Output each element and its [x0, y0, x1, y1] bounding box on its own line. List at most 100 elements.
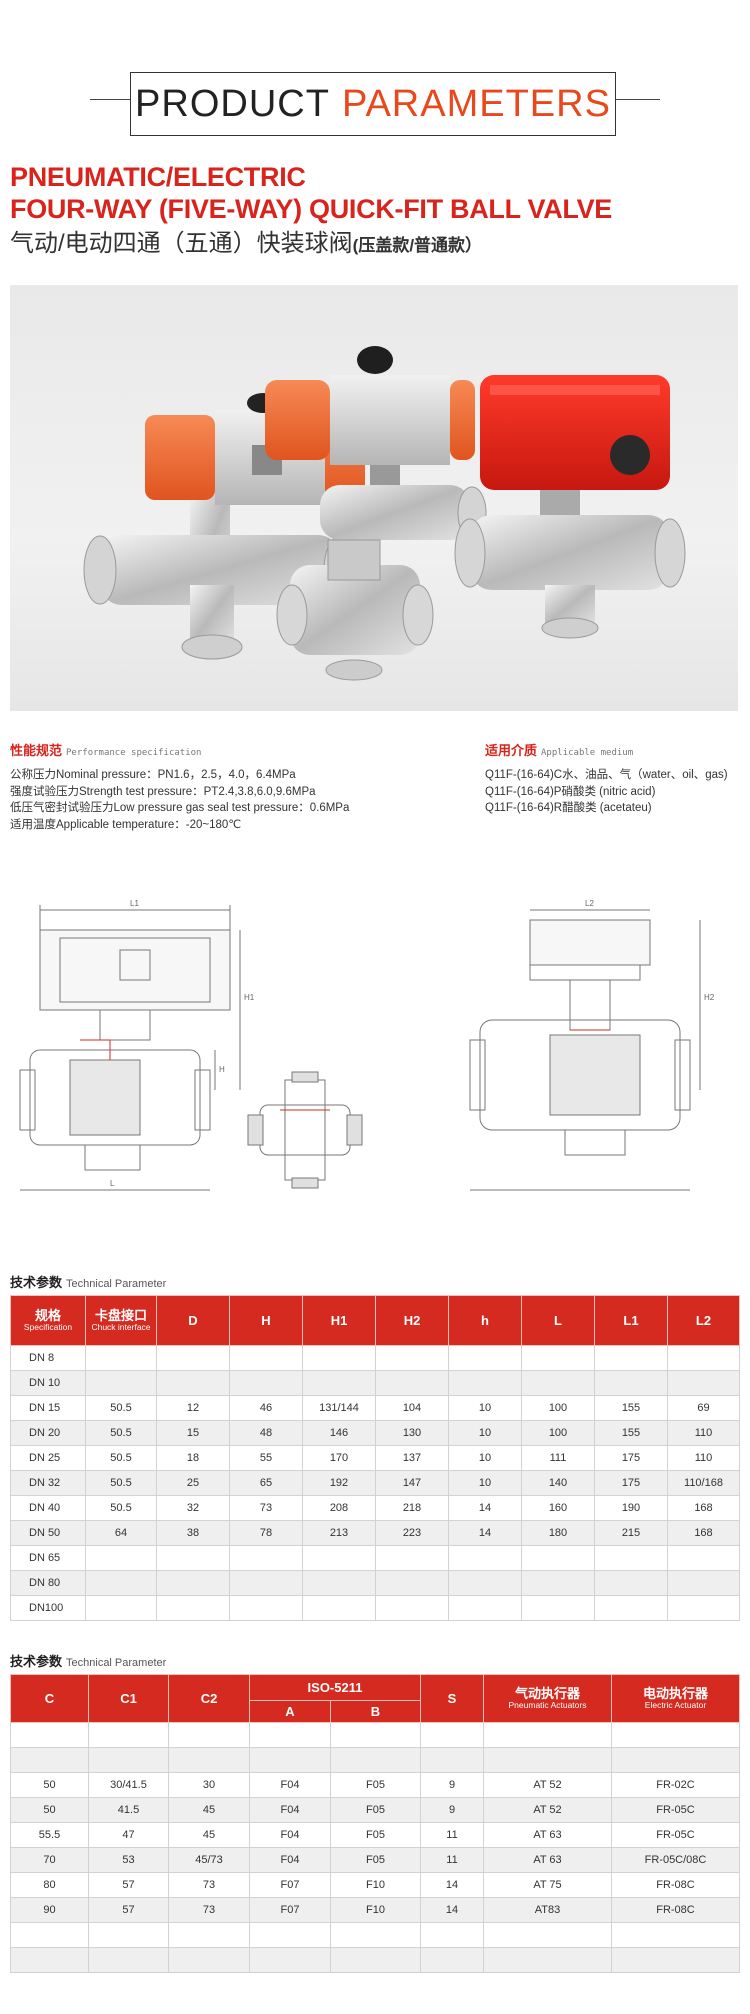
table-cell [229, 1595, 303, 1621]
table-row: DN100 [10, 1595, 740, 1621]
table-cell: 223 [375, 1520, 449, 1546]
table-cell: DN 20 [10, 1420, 86, 1446]
table-cell: AT83 [483, 1897, 612, 1923]
table-cell [375, 1370, 449, 1396]
table-cell: F05 [330, 1772, 421, 1798]
banner-box: PRODUCT PARAMETERS [130, 72, 616, 136]
table-cell [302, 1370, 376, 1396]
table-row: DN 10 [10, 1370, 740, 1396]
table2-title-cn: 技术参数 [10, 1654, 63, 1669]
table-cell [229, 1570, 303, 1596]
table-cell: 55.5 [10, 1822, 89, 1848]
dim-h2: H2 [704, 993, 715, 1002]
table-cell [375, 1570, 449, 1596]
table-row: DN 65 [10, 1545, 740, 1571]
table-cell: 14 [420, 1897, 484, 1923]
table1-header-cell: D [156, 1295, 230, 1346]
table2-header-iso: ISO-5211 [249, 1674, 421, 1701]
table1-title-en: Technical Parameter [66, 1278, 167, 1290]
table-cell: F04 [249, 1847, 331, 1873]
table-cell [594, 1345, 668, 1371]
table-row [10, 1922, 740, 1948]
table-cell [667, 1345, 740, 1371]
header-en: Chuck interface [91, 1321, 151, 1332]
table-cell: 41.5 [88, 1797, 169, 1823]
table-cell: F04 [249, 1797, 331, 1823]
table2-header-subrow: A B [11, 1700, 740, 1723]
table-cell: 45 [168, 1797, 250, 1823]
dim-l1: L1 [130, 899, 139, 908]
table-cell: 100 [521, 1395, 595, 1421]
header-en: Electric Actuator [644, 1699, 707, 1710]
table-cell: DN 10 [10, 1370, 86, 1396]
table-cell: 65 [229, 1470, 303, 1496]
table-cell: 80 [10, 1872, 89, 1898]
table-cell: 90 [10, 1897, 89, 1923]
performance-line: 低压气密封试验压力Low pressure gas seal test pres… [10, 802, 350, 815]
table-cell [330, 1747, 421, 1773]
product-photo [10, 285, 738, 711]
table-cell: 10 [448, 1395, 522, 1421]
table-cell: 175 [594, 1445, 668, 1471]
performance-heading-cn: 性能规范 [10, 743, 63, 758]
valves-illustration [83, 346, 686, 681]
table2-header-a: A [249, 1700, 331, 1723]
table1-header-cell: h [448, 1295, 522, 1346]
table-cell: 30 [168, 1772, 250, 1798]
table-cell: F05 [330, 1822, 421, 1848]
table-cell [375, 1345, 449, 1371]
table-cell: 180 [521, 1520, 595, 1546]
table-cell [156, 1570, 230, 1596]
table-cell: 175 [594, 1470, 668, 1496]
table-cell: 46 [229, 1395, 303, 1421]
table-cell [611, 1947, 740, 1973]
table-cell [521, 1345, 595, 1371]
table-cell: F07 [249, 1872, 331, 1898]
table-cell [229, 1345, 303, 1371]
table1-title-cn: 技术参数 [10, 1275, 63, 1290]
table-cell: 215 [594, 1520, 668, 1546]
table2-header-c1: C1 [88, 1674, 169, 1723]
table-cell [249, 1747, 331, 1773]
table-cell: DN 15 [10, 1395, 86, 1421]
table1-header-cell: L2 [667, 1295, 740, 1346]
table-cell: F05 [330, 1797, 421, 1823]
table-cell: 57 [88, 1897, 169, 1923]
table-cell: 137 [375, 1445, 449, 1471]
table-cell: 11 [420, 1822, 484, 1848]
table-cell: FR-08C [611, 1872, 740, 1898]
table-cell: 131/144 [302, 1395, 376, 1421]
table-cell [594, 1370, 668, 1396]
table-cell: 55 [229, 1445, 303, 1471]
dim-h: H [219, 1065, 225, 1074]
table-cell: 64 [85, 1520, 157, 1546]
table-cell [85, 1570, 157, 1596]
table-cell [302, 1345, 376, 1371]
table-cell [448, 1370, 522, 1396]
table-cell: 213 [302, 1520, 376, 1546]
table-row [10, 1947, 740, 1973]
table-cell [330, 1722, 421, 1748]
table-cell: 32 [156, 1495, 230, 1521]
table-cell: 12 [156, 1395, 230, 1421]
table-cell [521, 1545, 595, 1571]
table-cell: 208 [302, 1495, 376, 1521]
table-cell: 15 [156, 1420, 230, 1446]
table-cell: 30/41.5 [88, 1772, 169, 1798]
table-cell: F10 [330, 1872, 421, 1898]
table-cell: DN 40 [10, 1495, 86, 1521]
table-cell [667, 1545, 740, 1571]
table-cell [85, 1595, 157, 1621]
table-cell [448, 1345, 522, 1371]
pneumatic-valve-2 [265, 346, 487, 540]
